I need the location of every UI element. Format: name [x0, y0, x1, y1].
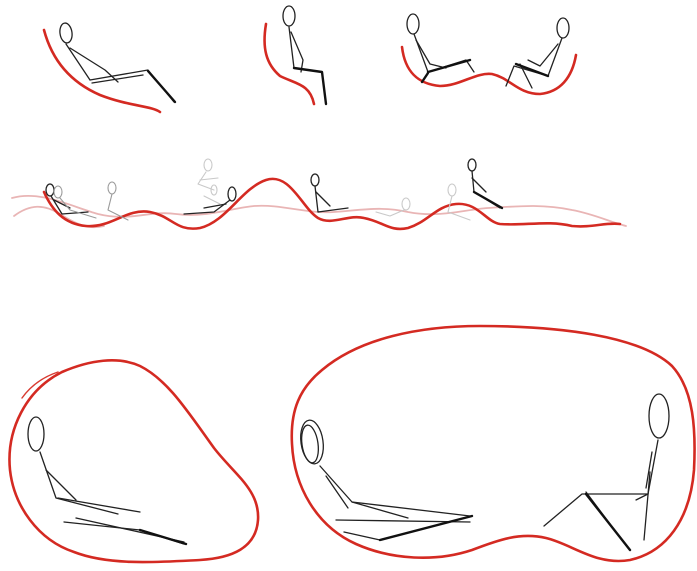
sketch-pod-single: [9, 360, 258, 562]
pod-pair-outline: [292, 326, 695, 561]
reclining-figure: [59, 22, 174, 102]
background-wave: [12, 196, 626, 226]
pod-single-outline: [9, 360, 258, 562]
wave-figure-5: [468, 159, 500, 208]
wave-figure-4: [311, 174, 348, 212]
wave-figure-ghost-stack: [198, 159, 220, 204]
main-wave: [44, 179, 620, 229]
sketch-reclining-single: [44, 22, 175, 112]
right-facing-figure: [506, 18, 569, 88]
sketch-facing-pair: [402, 14, 576, 94]
pod-single-figure: [28, 417, 184, 544]
left-facing-figure: [407, 14, 474, 72]
sketch-pod-pair: [292, 326, 695, 561]
chair-outline: [265, 24, 314, 104]
sketch-upright-single: [265, 6, 326, 104]
pod-pair-right-figure: [544, 394, 669, 548]
upright-figure: [283, 6, 303, 72]
sketch-wave-landscape: [12, 159, 626, 229]
